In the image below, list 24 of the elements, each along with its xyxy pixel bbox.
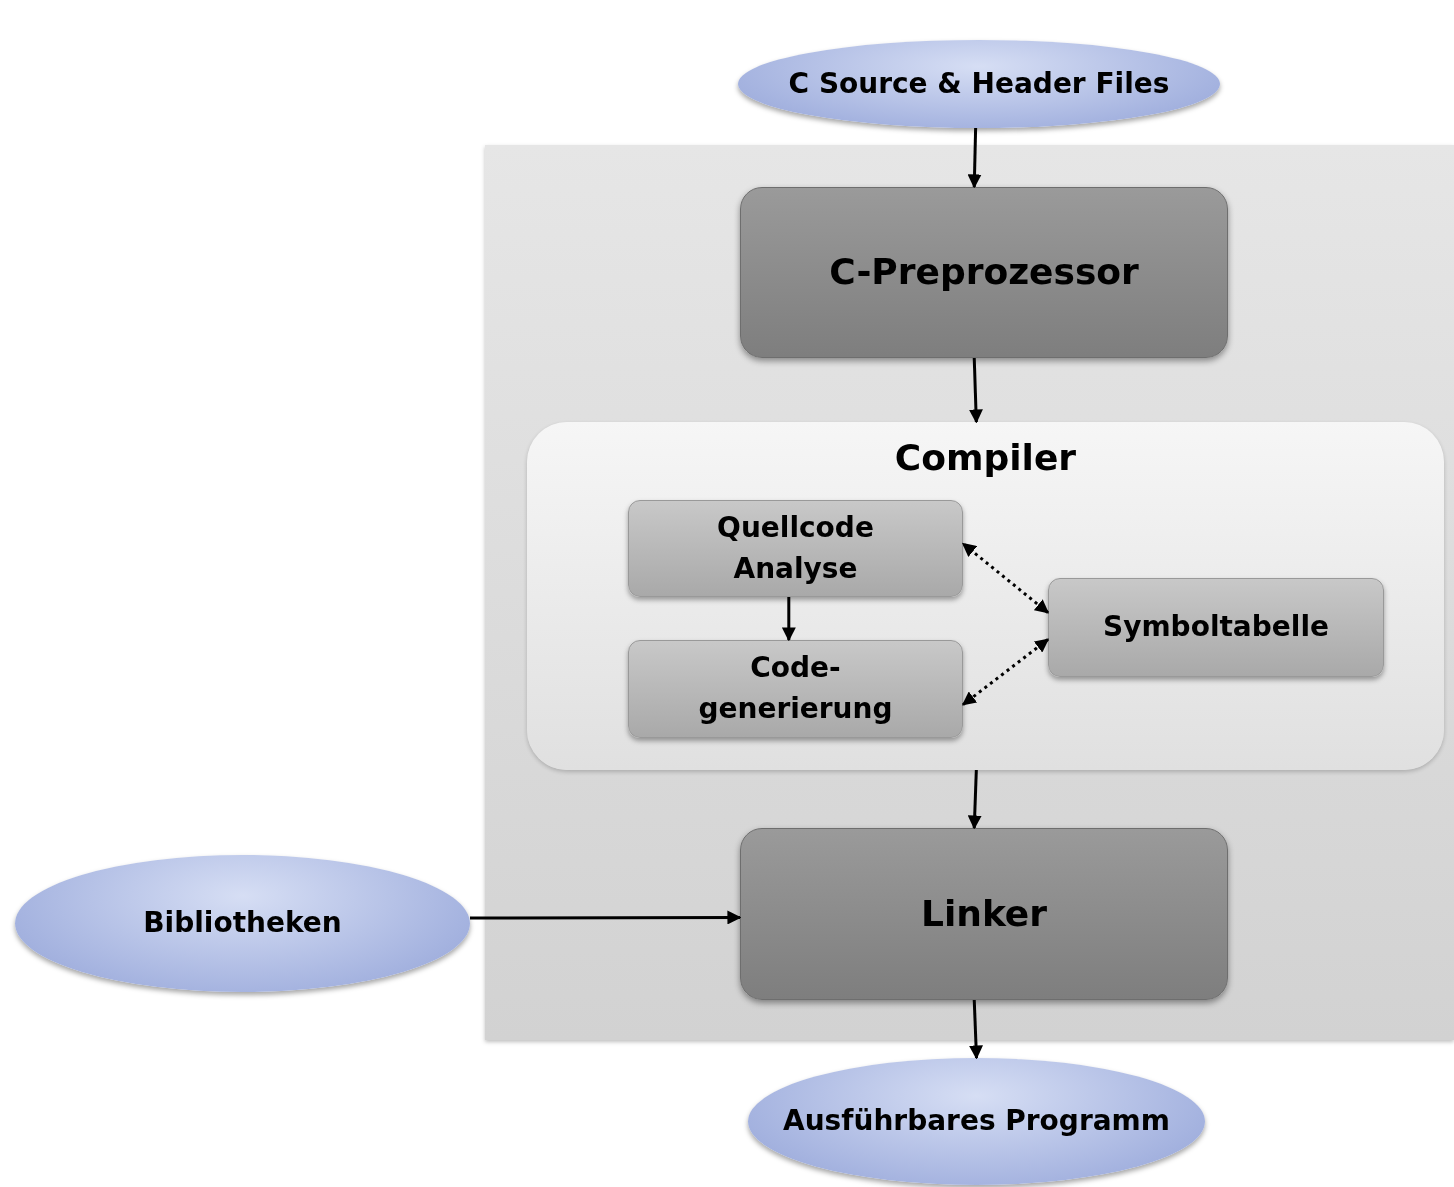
arrow: [781, 597, 796, 642]
node-label: Bibliotheken: [143, 905, 342, 942]
background-panel: [485, 145, 1454, 1040]
arrow: [969, 999, 983, 1060]
process-box: [1048, 578, 1384, 677]
double-arrow: [961, 542, 1050, 614]
process-box: [740, 187, 1228, 358]
arrow: [967, 769, 982, 830]
arrow: [967, 127, 982, 189]
node-label: C Source & Header Files: [788, 65, 1170, 102]
process-box: [628, 500, 963, 597]
node-label: Linker: [920, 891, 1048, 936]
node-label: Code- generierung: [697, 650, 894, 727]
arrow: [470, 910, 742, 925]
node-label: Ausführbares Programm: [783, 1103, 1170, 1140]
arrow: [968, 357, 983, 424]
double-arrow: [961, 638, 1050, 706]
process-box: [740, 828, 1228, 1000]
compiler-panel: [527, 422, 1444, 770]
node-label: C-Preprozessor: [829, 250, 1139, 295]
group-title: Compiler: [894, 436, 1077, 480]
node-label: Quellcode Analyse: [716, 509, 875, 587]
process-box: [628, 640, 963, 738]
node-label: Symboltabelle: [1103, 609, 1329, 646]
